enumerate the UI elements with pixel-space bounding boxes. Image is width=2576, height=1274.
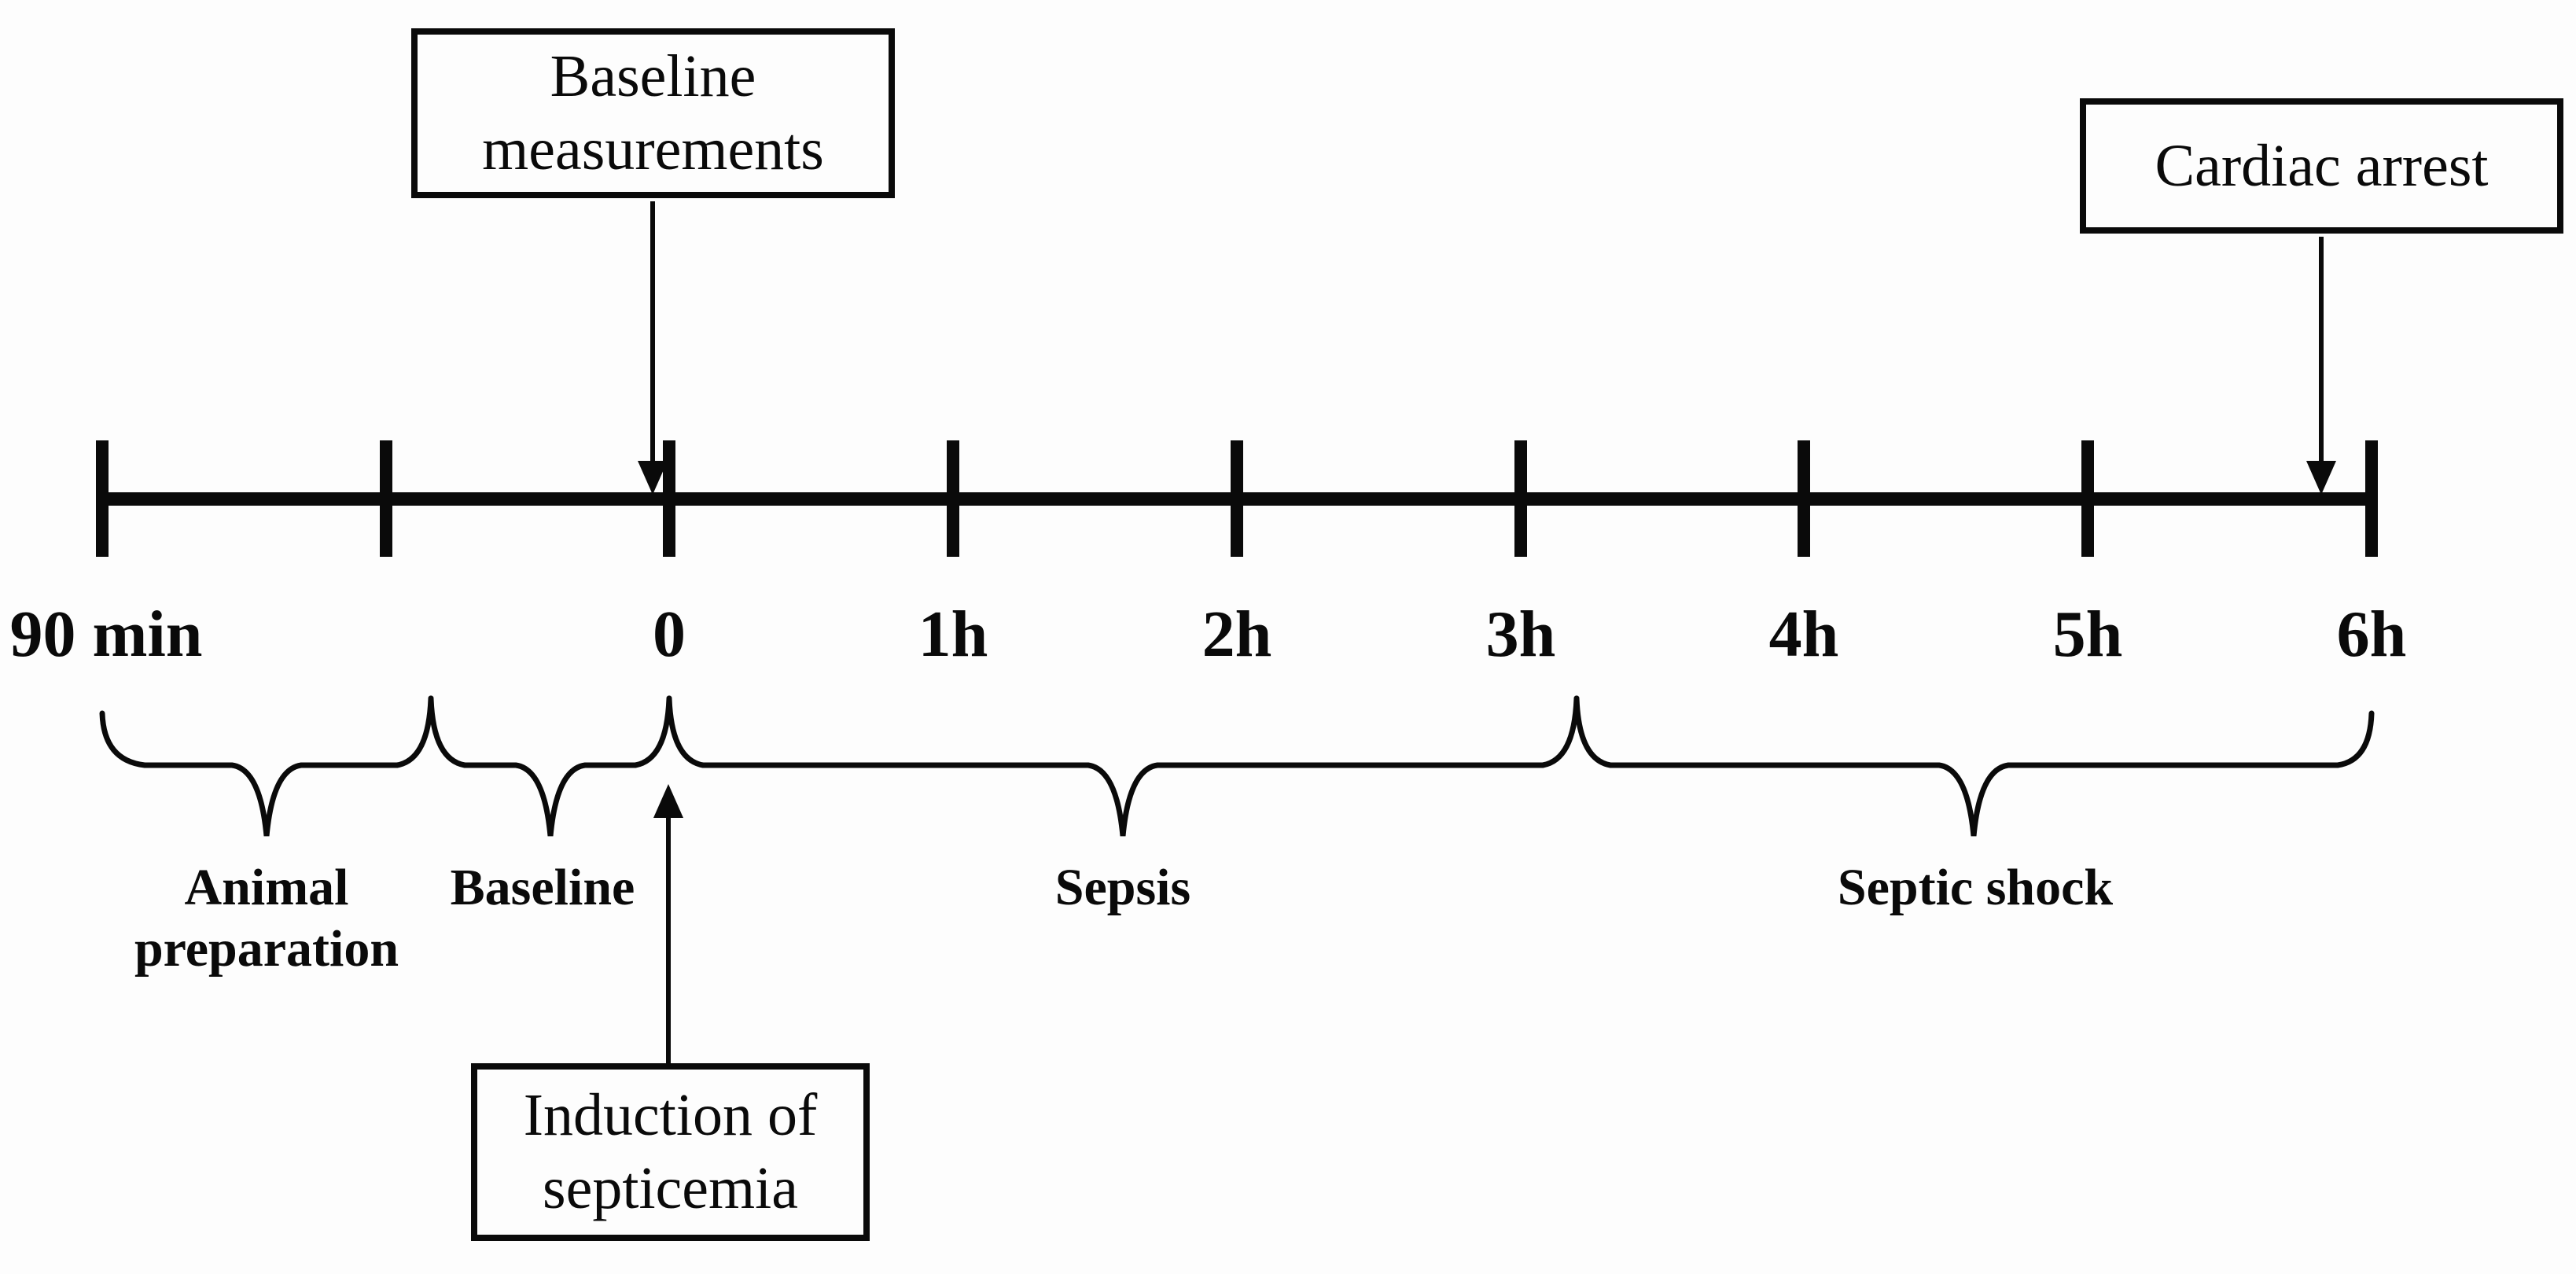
induction-of-septicemia-line1: Induction of: [523, 1082, 818, 1148]
phase-sepsis-line1: Sepsis: [1054, 859, 1191, 916]
cardiac-arrest-box: Cardiac arrest: [2080, 98, 2563, 234]
arrow-up-icon: [653, 784, 683, 818]
tick-label-4h: 4h: [1768, 598, 1839, 671]
tick-label-2h: 2h: [1202, 598, 1272, 671]
phase-septic-shock-line1: Septic shock: [1837, 859, 2114, 916]
tick-mark-0: [663, 440, 675, 557]
tick-label-0: 0: [653, 598, 686, 671]
arrow-down-icon: [638, 461, 668, 495]
baseline-measurements-arrow: [638, 201, 668, 495]
brace-animal-preparation: [99, 695, 434, 837]
induction-of-septicemia-line2: septicemia: [543, 1155, 798, 1221]
baseline-measurements-box: Baseline measurements: [411, 28, 895, 198]
tick-label-3h: 3h: [1485, 598, 1556, 671]
tick-label-5h: 5h: [2052, 598, 2123, 671]
tick-mark-3h: [1514, 440, 1527, 557]
phase-label-sepsis: Sepsis: [1055, 857, 1190, 919]
cardiac-arrest-arrow: [2306, 237, 2336, 495]
tick-mark-2h: [1231, 440, 1243, 557]
induction-of-septicemia-box: Induction of septicemia: [471, 1063, 870, 1241]
tick-label-1h: 1h: [918, 598, 988, 671]
phase-label-baseline: Baseline: [451, 857, 635, 919]
tick-mark-4h: [1798, 440, 1810, 557]
phase-animal-preparation-line2: preparation: [134, 920, 399, 978]
cardiac-arrest-label: Cardiac arrest: [2155, 132, 2489, 199]
tick-mark-5h: [2081, 440, 2094, 557]
tick-mark-6h: [2365, 440, 2378, 557]
baseline-measurements-line2: measurements: [482, 116, 824, 182]
baseline-measurements-line1: Baseline: [550, 43, 756, 109]
tick-mark-90min: [96, 440, 109, 557]
phase-label-animal-preparation: Animal preparation: [134, 857, 399, 980]
brace-sepsis: [666, 695, 1580, 837]
phase-animal-preparation-line1: Animal: [184, 859, 349, 916]
phase-label-septic-shock: Septic shock: [1838, 857, 2113, 919]
tick-mark-1h: [947, 440, 959, 557]
tick-label-90min: 90 min: [9, 598, 203, 671]
induction-of-septicemia-arrow: [653, 784, 683, 1063]
arrow-down-icon: [2306, 461, 2336, 495]
phase-baseline-line1: Baseline: [450, 859, 635, 916]
brace-baseline: [428, 695, 672, 837]
tick-mark-unlabeled: [380, 440, 392, 557]
brace-septic-shock: [1573, 695, 2375, 837]
tick-label-6h: 6h: [2336, 598, 2407, 671]
